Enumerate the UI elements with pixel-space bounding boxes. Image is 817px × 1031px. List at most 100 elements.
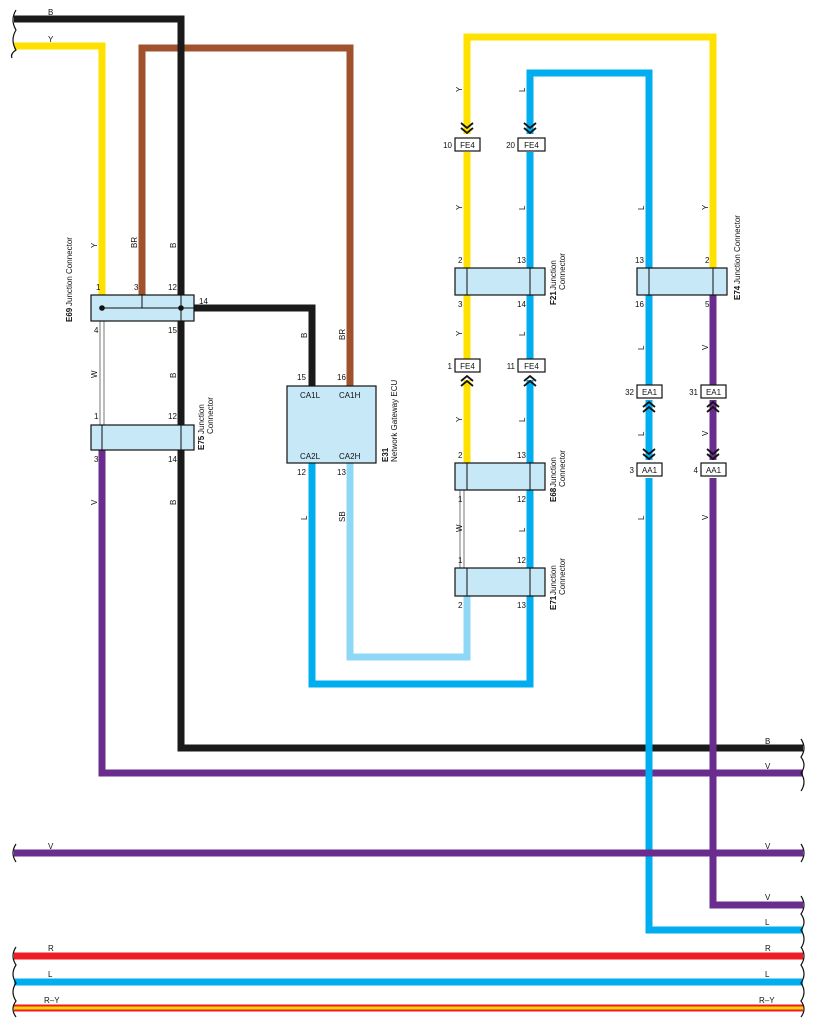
label-y-fe4-top: Y [455, 86, 464, 92]
label-v-ea1-aa1: V [701, 430, 710, 436]
e71-pin-12: 12 [517, 556, 526, 565]
label-y-fe4-e68: Y [455, 416, 464, 422]
f21-id: F21 [549, 291, 558, 305]
e71-desc-2: Connector [558, 558, 567, 595]
connector-e71 [454, 567, 546, 597]
label-y-f21-fe4: Y [455, 330, 464, 336]
connector-f21 [454, 267, 546, 296]
f21-desc-2: Connector [558, 253, 567, 290]
label-l-right-1: L [765, 918, 770, 927]
e68-pin-13: 13 [517, 451, 526, 460]
e68-pin-2: 2 [458, 451, 463, 460]
fe4-c-label: FE4 [460, 362, 475, 371]
e75-pin-12: 12 [168, 412, 177, 421]
fe4-d-label: FE4 [524, 362, 539, 371]
chevron-up-icon [460, 374, 474, 387]
e71-pin-1: 1 [458, 556, 463, 565]
label-v-right-1: V [765, 762, 771, 771]
label-y-e69: Y [90, 242, 99, 248]
e75-pin-14: 14 [168, 455, 177, 464]
aa1-a-pin: 3 [630, 466, 635, 475]
label-br-ecu: BR [338, 329, 347, 340]
inline-aa1-b: AA1 4 [694, 448, 727, 477]
e71-desc-1: Junction [549, 565, 558, 595]
connector-e31-ecu [286, 385, 377, 464]
label-l-e74-ea1: L [637, 345, 646, 350]
connector-captions: E69 Junction Connector E75 Junction Conn… [65, 215, 742, 610]
label-l-f21-fe4: L [518, 331, 527, 336]
fe4-c-pin: 1 [448, 362, 453, 371]
e71-id: E71 [549, 595, 558, 610]
label-l-right-2: L [765, 970, 770, 979]
label-b-ecu: B [300, 333, 309, 338]
label-b-e69: B [169, 243, 178, 248]
inline-fe4-d: FE4 11 [507, 358, 546, 387]
e31-term-ca1l: CA1L [300, 391, 321, 400]
label-l-ea1-aa1: L [637, 431, 646, 436]
label-b-e75: B [169, 500, 178, 505]
label-l-ecu: L [300, 515, 309, 520]
f21-pin-13: 13 [517, 256, 526, 265]
e69-desc: Junction Connector [65, 237, 74, 306]
label-v-e74-ea1: V [701, 344, 710, 350]
chevron-down-icon [523, 122, 537, 135]
inline-connectors: FE4 10 FE4 20 FE4 1 FE4 11 EA1 32 [443, 122, 727, 477]
fe4-b-label: FE4 [524, 141, 539, 150]
label-y-fe4-f21: Y [455, 204, 464, 210]
e75-desc-2: Connector [206, 397, 215, 434]
chevron-down-icon [642, 448, 656, 461]
label-l-aa1: L [637, 515, 646, 520]
connector-e74 [636, 267, 728, 296]
fe4-b-pin: 20 [506, 141, 515, 150]
label-l-fe4-e68: L [518, 417, 527, 422]
label-l-fe4-f21: L [518, 205, 527, 210]
fe4-a-label: FE4 [460, 141, 475, 150]
wire-v-aa1-right [709, 478, 803, 909]
label-br-e69: BR [130, 237, 139, 248]
f21-pin-2: 2 [458, 256, 463, 265]
inline-aa1-a: AA1 3 [630, 448, 663, 477]
e31-desc: Network Gateway ECU [390, 380, 399, 462]
wire-br-e69-ecu [138, 44, 354, 386]
label-ry-left: R–Y [44, 996, 60, 1005]
wire-l-ecu [308, 463, 534, 688]
chevron-up-icon [523, 374, 537, 387]
e68-id: E68 [549, 487, 558, 502]
label-sb-ecu: SB [338, 511, 347, 522]
label-r-right: R [765, 944, 771, 953]
label-v-left-2: V [48, 842, 54, 851]
e74-desc: Junction Connector [733, 215, 742, 284]
fe4-a-pin: 10 [443, 141, 452, 150]
label-w-e68-e71: W [455, 524, 464, 532]
chevron-up-icon [642, 400, 656, 413]
inline-fe4-a: FE4 10 [443, 122, 481, 152]
wire-b-e69-ecu [194, 304, 316, 386]
label-v-right-2: V [765, 842, 771, 851]
inline-ea1-b: EA1 31 [689, 384, 727, 413]
wires [14, 15, 803, 1012]
label-w-e69-e75: W [90, 370, 99, 378]
inline-fe4-b: FE4 20 [506, 122, 546, 152]
wire-sb-ecu [346, 463, 471, 661]
f21-pin-14: 14 [517, 300, 526, 309]
chevron-down-icon [460, 122, 474, 135]
e74-pin-2: 2 [705, 256, 710, 265]
label-ry-right: R–Y [759, 996, 775, 1005]
e31-id: E31 [381, 447, 390, 462]
wire-labels: B Y Y BR B W B V B B BR L SB Y L Y L Y L… [44, 8, 775, 1005]
wire-l-aa1-right [645, 478, 803, 934]
f21-desc-1: Junction [549, 260, 558, 290]
ea1-a-label: EA1 [642, 388, 658, 397]
aa1-b-label: AA1 [706, 466, 722, 475]
label-b-top: B [48, 8, 53, 17]
label-b-e69-e75: B [169, 373, 178, 378]
label-y-top: Y [48, 35, 54, 44]
wire-b-main [14, 15, 803, 752]
e74-id: E74 [733, 285, 742, 300]
e71-pin-2: 2 [458, 601, 463, 610]
ea1-a-pin: 32 [625, 388, 634, 397]
label-v-aa1: V [701, 514, 710, 520]
wire-breaks [10, 9, 805, 1018]
e69-pin-14: 14 [199, 297, 208, 306]
